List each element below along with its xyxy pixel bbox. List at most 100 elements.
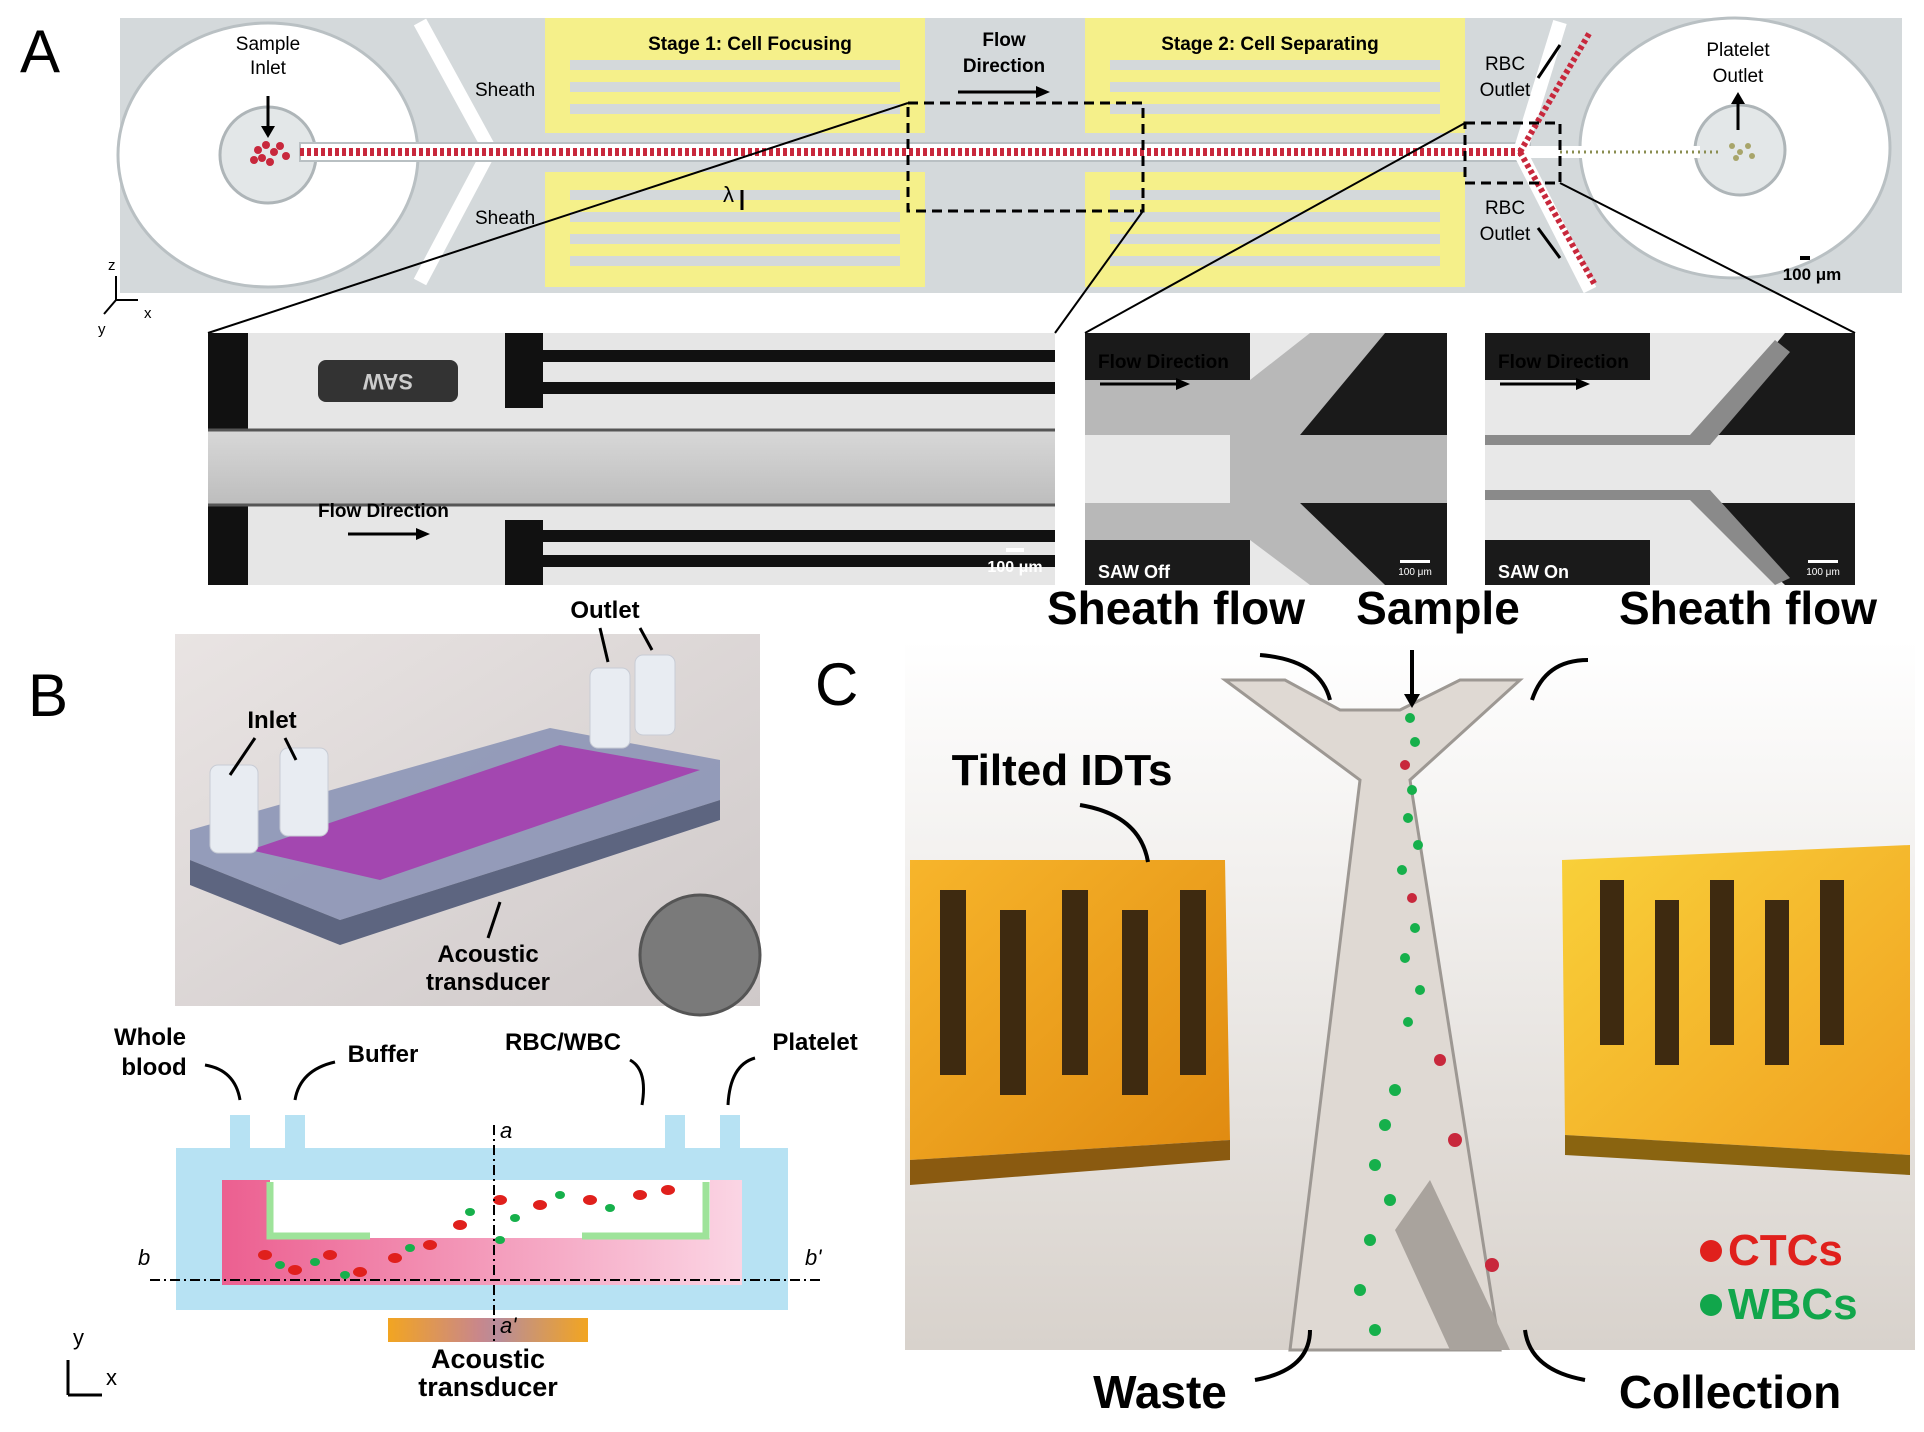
label-a: a — [500, 1118, 512, 1143]
rbc-stream-top — [1517, 30, 1593, 154]
photo-inlet-label: Inlet — [247, 707, 296, 734]
legend-ctcs: CTCs — [1728, 1226, 1843, 1275]
zoom-line — [1559, 182, 1856, 334]
panel-letter-b: B — [28, 662, 68, 729]
transducer-arrow — [486, 901, 502, 939]
whole-blood-label-1: Whole — [114, 1024, 186, 1051]
chip-text-mirrored: SAW — [363, 369, 413, 394]
tilted-idts-label: Tilted IDTs — [952, 746, 1173, 795]
scale-bar — [1800, 256, 1810, 260]
sheath-flow-left: Sheath flow — [1047, 582, 1305, 634]
stage1-label: Stage 1: Cell Focusing — [648, 34, 852, 55]
acoustic-transducer — [388, 1318, 588, 1342]
micro-right-scale: 100 μm — [1806, 567, 1840, 578]
platelet-label: Platelet — [772, 1029, 857, 1056]
tilted-idts-arrow — [1079, 803, 1150, 863]
zoom-line — [207, 102, 909, 334]
port-rbc-wbc — [665, 1115, 685, 1149]
idt-stage1-top — [545, 18, 925, 133]
rbc-outlet-top-1: RBC — [1485, 54, 1525, 75]
buffer-arrow — [293, 1060, 336, 1101]
micro-mid-state: SAW Off — [1098, 562, 1171, 582]
outlet-arrow — [598, 627, 610, 663]
micrograph-saw-off — [1085, 333, 1447, 585]
axis-z-label: z — [108, 257, 116, 274]
outlet-platelet-cluster — [1729, 143, 1755, 161]
label-b-prime: b' — [805, 1245, 822, 1270]
idt-right — [1562, 845, 1910, 1175]
arrow-head — [1731, 92, 1745, 104]
idt-left — [910, 860, 1230, 1185]
micro-left-scale-bar — [1006, 548, 1024, 552]
sheath-left-arrow — [1259, 653, 1332, 701]
zoom-line — [1054, 210, 1144, 334]
axis-x-label: x — [144, 305, 152, 322]
micrograph-focusing: SAW — [208, 333, 1055, 585]
legend-wbcs: WBCs — [1728, 1280, 1858, 1329]
axes-indicator-a — [103, 276, 138, 315]
sheath-flow-right: Sheath flow — [1619, 582, 1877, 634]
photo-transducer-1: Acoustic — [437, 941, 538, 968]
sheath-top-label: Sheath — [475, 80, 535, 101]
rbc-stream-bottom — [1517, 150, 1598, 287]
scale-label: 100 μm — [1783, 265, 1842, 284]
panel-letter-c: C — [815, 651, 858, 718]
zoom-line — [1084, 122, 1466, 334]
lambda-label: λ — [723, 182, 734, 207]
micro-right-scale-bar — [1808, 560, 1838, 563]
arrow-head — [261, 126, 275, 138]
idt-stage2-bottom — [1085, 172, 1465, 287]
channel-divider — [1395, 1180, 1510, 1350]
legend-marker-wbcs — [1700, 1294, 1722, 1316]
arrow-head — [416, 528, 430, 540]
axis-y-label: y — [98, 321, 106, 338]
device-illustration — [190, 654, 762, 1017]
micro-mid-scale: 100 μm — [1398, 567, 1432, 578]
outlet-arrow — [638, 627, 654, 651]
sheath-right-arrow — [1530, 658, 1589, 701]
axes-indicator-b — [66, 1360, 102, 1397]
idt-stage2-top — [1085, 18, 1465, 133]
platelet-outlet-label-2: Outlet — [1713, 66, 1764, 87]
whole-blood-arrow — [204, 1063, 242, 1101]
micro-right-flow-label: Flow Direction — [1498, 352, 1629, 373]
panel-b: B Outlet Inlet Acoustic transducer — [28, 597, 858, 1402]
transducer-label-1: Acoustic — [431, 1344, 545, 1374]
rbc-wbc-label: RBC/WBC — [505, 1029, 621, 1056]
sample-label: Sample — [1356, 582, 1520, 634]
sample-inlet-label-2: Inlet — [250, 58, 287, 79]
legend-c: CTCs WBCs — [1700, 1226, 1858, 1329]
photo-transducer-2: transducer — [426, 969, 550, 996]
waste-label: Waste — [1093, 1366, 1227, 1418]
zoom-box-right — [1463, 121, 1562, 185]
collection-label: Collection — [1619, 1366, 1841, 1418]
panel-c: C Sheath flow Sample Sheath — [815, 582, 1915, 1418]
outlet-wall — [582, 1182, 710, 1240]
flow-direction-label-1: Flow — [982, 30, 1025, 51]
micro-left-scale: 100 μm — [987, 559, 1042, 576]
whole-blood-label-2: blood — [121, 1054, 186, 1081]
rbc-bottom-arrow — [1536, 227, 1562, 259]
platelet-outlet-label-1: Platelet — [1706, 40, 1770, 61]
rbc-outlet-top-2: Outlet — [1480, 80, 1531, 101]
flow-direction-label-2: Direction — [963, 56, 1045, 77]
photo-outlet-label: Outlet — [570, 597, 639, 624]
rbc-top-arrow — [1536, 44, 1562, 79]
cells-3d — [1354, 713, 1499, 1336]
inlet-arrow — [283, 737, 298, 761]
arrow-head — [1036, 86, 1050, 98]
rbc-outlet-bottom-2: Outlet — [1480, 224, 1531, 245]
micro-left-flow-label: Flow Direction — [318, 501, 449, 522]
cells-schematic — [258, 1185, 675, 1279]
label-b: b — [138, 1245, 150, 1270]
micro-mid-flow-label: Flow Direction — [1098, 352, 1229, 373]
channel-3d — [1220, 678, 1524, 1352]
zoom-box-left — [906, 101, 1145, 213]
micro-mid-scale-bar — [1400, 560, 1430, 563]
port-platelet — [720, 1115, 740, 1149]
port-buffer — [285, 1115, 305, 1149]
channel-buffer-region — [270, 1180, 710, 1238]
inlet-arrow — [228, 737, 257, 776]
platelet-arrow — [726, 1056, 756, 1106]
